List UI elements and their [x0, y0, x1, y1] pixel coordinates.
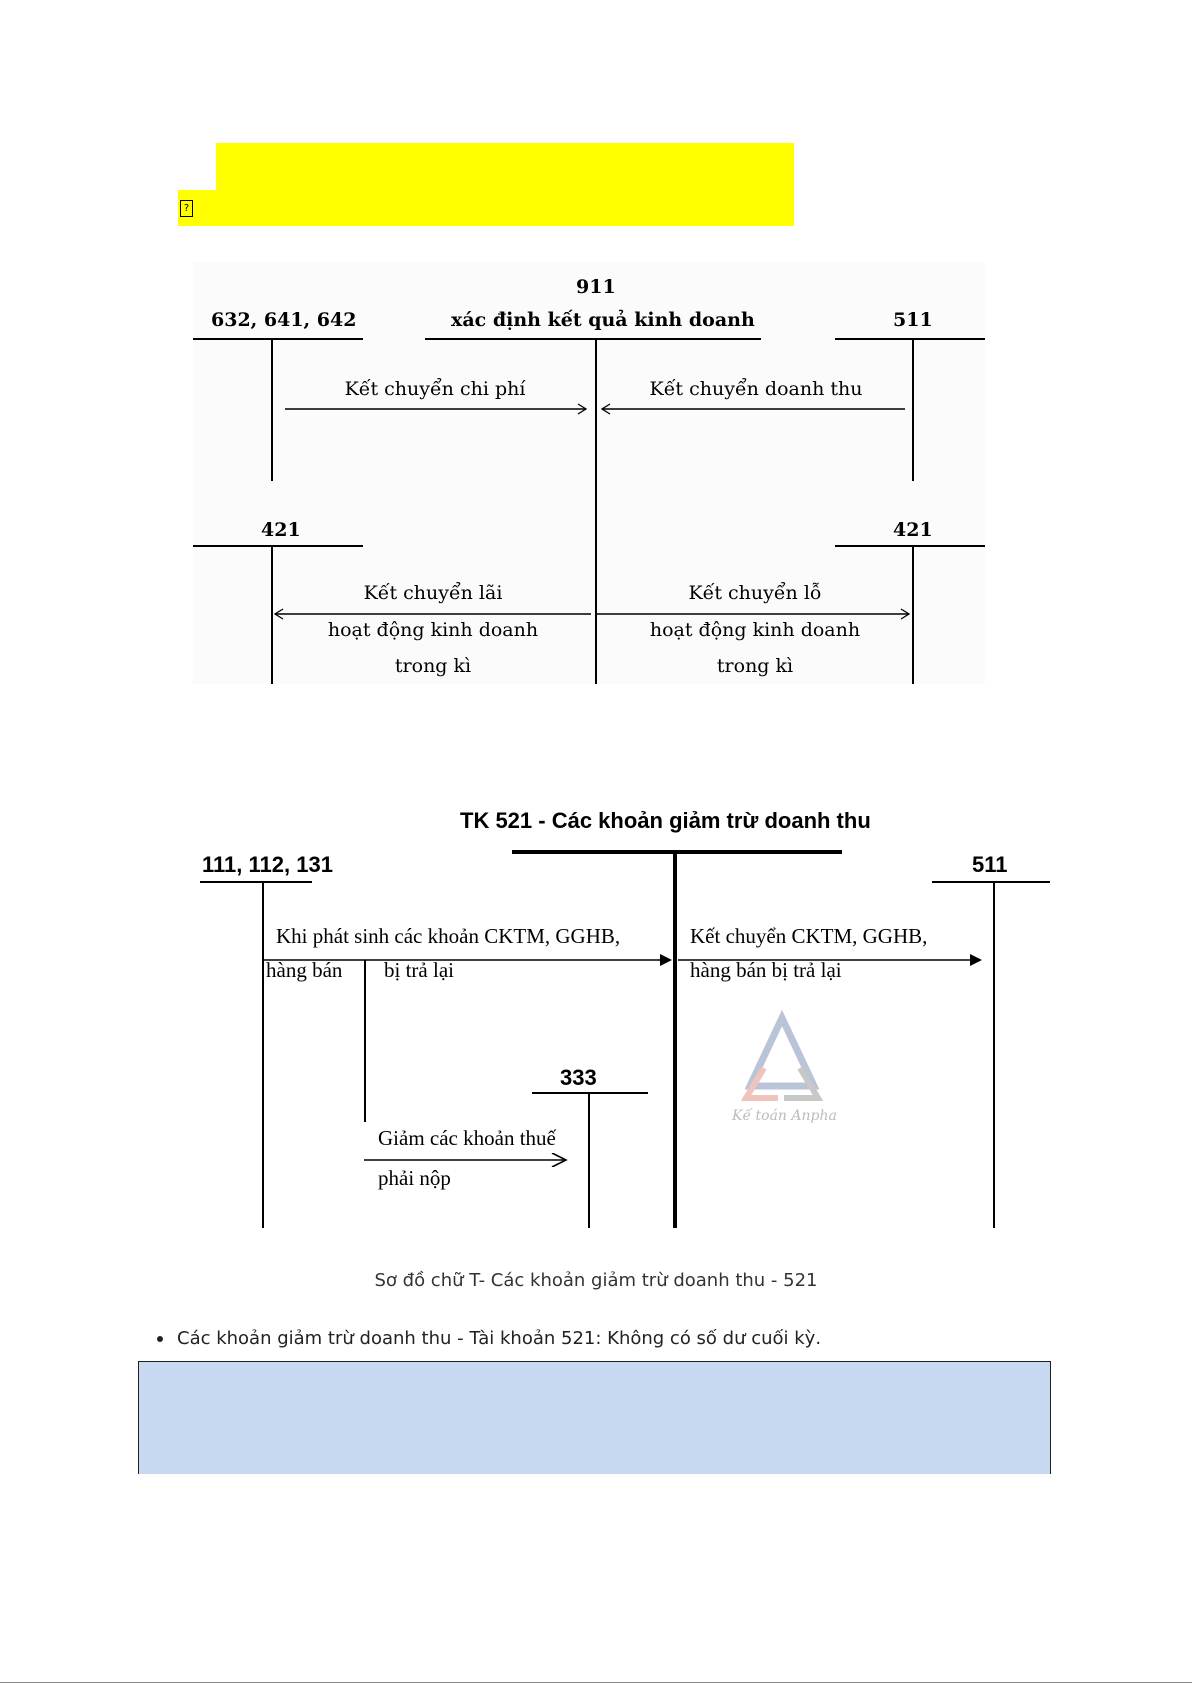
- t-account-111-stem: [262, 881, 264, 1228]
- flow-incur-branch-line: [364, 960, 366, 1122]
- t-account-333-stem: [588, 1092, 590, 1228]
- account-111-112-131-label: 111, 112, 131: [202, 852, 333, 877]
- account-911-code: 911: [576, 276, 616, 298]
- flow-transfer-label-2: hàng bán bị trả lại: [690, 958, 842, 982]
- account-511-label: 511: [893, 309, 933, 331]
- flow-tax-label-2: phải nộp: [378, 1166, 451, 1190]
- t-account-421-left-stem: [271, 545, 273, 684]
- flow-profit-label-3: trong kì: [394, 655, 472, 677]
- t-account-511b-stem: [993, 881, 995, 1228]
- account-421-left-label: 421: [261, 519, 301, 541]
- bullet-dot-icon: [157, 1336, 163, 1342]
- flow-loss-label-2: hoạt động kinh doanh: [649, 619, 861, 641]
- account-632-641-642-label: 632, 641, 642: [211, 309, 357, 331]
- flow-revenue-label: Kết chuyển doanh thu: [649, 378, 863, 400]
- flow-loss-arrow: [597, 608, 911, 620]
- flow-incur-label-1: Khi phát sinh các khoản CKTM, GGHB,: [276, 924, 621, 948]
- diagram-521-title: TK 521 - Các khoản giảm trừ doanh thu: [460, 808, 871, 833]
- t-account-911-rule: [425, 338, 761, 340]
- t-account-421-right-stem: [912, 545, 914, 684]
- flow-profit-arrow: [273, 608, 591, 620]
- account-511-label-2: 511: [972, 852, 1008, 877]
- t-account-111-rule: [200, 881, 312, 883]
- flow-transfer-label-1: Kết chuyển CKTM, GGHB,: [690, 924, 928, 948]
- flow-transfer-arrow: [678, 954, 982, 966]
- flow-incur-label-2b: bị trả lại: [384, 958, 454, 982]
- account-421-right-label: 421: [893, 519, 933, 541]
- flow-incur-label-2a: hàng bán: [266, 958, 343, 982]
- bullet-list-item: Các khoản giảm trừ doanh thu - Tài khoản…: [157, 1328, 821, 1349]
- flow-expense-label: Kết chuyển chi phí: [344, 378, 526, 400]
- t-account-511b-rule: [932, 881, 1050, 883]
- anpha-logo-watermark-icon: Kế toán Anpha: [731, 1009, 837, 1124]
- t-account-521-stem: [673, 850, 677, 1228]
- t-account-911-stem: [595, 338, 597, 684]
- note-box: [138, 1361, 1051, 1474]
- bullet-text: Các khoản giảm trừ doanh thu - Tài khoản…: [177, 1328, 822, 1349]
- t-account-511-stem: [912, 338, 914, 481]
- t-account-diagram-521: TK 521 - Các khoản giảm trừ doanh thu 11…: [190, 808, 1060, 1238]
- missing-glyph-icon: ?: [180, 200, 193, 217]
- flow-tax-arrow: [364, 1153, 568, 1167]
- highlight-block-bottom: [178, 190, 794, 226]
- t-account-top-left-stem: [271, 338, 273, 481]
- account-911-name: xác định kết quả kinh doanh: [451, 309, 755, 331]
- t-account-521-rule: [512, 850, 842, 854]
- t-account-diagram-911: 911 xác định kết quả kinh doanh 632, 641…: [193, 262, 985, 684]
- flow-loss-label-1: Kết chuyển lỗ: [688, 582, 822, 604]
- t-account-top-left-rule: [193, 338, 363, 340]
- flow-revenue-arrow: [600, 403, 905, 415]
- t-account-421-left-rule: [193, 545, 363, 547]
- t-account-421-right-rule: [835, 545, 985, 547]
- flow-profit-label-1: Kết chuyển lãi: [363, 582, 503, 604]
- flow-tax-label-1: Giảm các khoản thuế: [378, 1126, 556, 1150]
- t-account-333-rule: [532, 1092, 648, 1094]
- highlight-block-top: [216, 143, 794, 190]
- t-account-511-rule: [835, 338, 985, 340]
- flow-profit-label-2: hoạt động kinh doanh: [327, 619, 539, 641]
- flow-loss-label-3: trong kì: [716, 655, 794, 677]
- page-bottom-rule: [0, 1682, 1192, 1683]
- flow-incur-arrow: [262, 954, 672, 966]
- watermark-text: Kế toán Anpha: [731, 1107, 837, 1124]
- flow-expense-arrow: [285, 403, 588, 415]
- diagram-caption: Sơ đồ chữ T- Các khoản giảm trừ doanh th…: [374, 1270, 818, 1291]
- account-333-label: 333: [560, 1065, 597, 1090]
